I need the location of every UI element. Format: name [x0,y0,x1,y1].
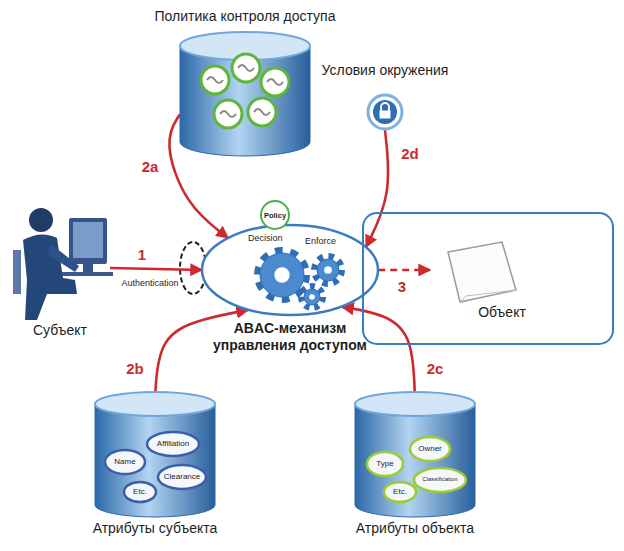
gear-body [260,253,304,297]
document-fold [460,290,516,302]
cylinder-body [355,404,475,517]
attribute-name: Etc. [393,487,407,497]
node-illustration [70,392,240,542]
node-illustration [140,8,350,158]
environment-title: Условия окружения [322,62,449,79]
database-title: Атрибуты субъекта [93,520,218,537]
lock-badge-ring [368,95,402,129]
lock-shackle [381,103,389,111]
attribute-name: Owner [418,444,442,454]
gear-teeth [314,256,342,284]
attribute-bubble [384,482,416,502]
policy-rule-squiggle [254,109,270,115]
callout-number: 2d [401,145,419,163]
policy-rule-icon [214,100,242,128]
cylinder-top [355,392,475,416]
monitor-screen [73,222,103,258]
gear-body [304,289,320,305]
gear-hole [324,266,332,274]
policy-rule-squiggle [207,77,223,83]
policy-rule-squiggle [238,65,254,71]
callout-number: 2b [126,360,144,378]
database-title: Политика контроля доступа [155,8,336,25]
gear-teeth [301,286,323,308]
attribute-bubble [158,465,206,489]
attribute-name: Etc. [133,487,147,497]
cylinder-top [95,392,215,416]
node-illustration [200,200,380,385]
flow-arrow [342,307,415,402]
person-arm [47,244,79,272]
flow-arrow [110,268,202,270]
enforce-label: Enforce [305,236,336,247]
environment-conditions: Условия окружения [310,62,460,137]
subject-title: Субъект [33,322,87,339]
attribute-bubble [410,437,450,461]
person-head [29,208,53,232]
attribute-name: Affiliation [157,439,189,449]
gear-body [317,259,339,281]
object-title: Объект [478,304,526,321]
policy-rule-icon [201,66,229,94]
node-illustration [330,392,500,542]
subject-attributes-database: Name AffiliationEtc. ClearanceАтрибуты суб… [70,392,240,542]
attribute-name: Classification [422,476,457,483]
mechanism-ellipse [202,225,378,315]
connector-group [110,115,430,403]
node-illustration [5,180,115,345]
lock-badge [373,100,397,124]
attribute-bubble [147,432,199,456]
policy-database: Политика контроля доступа [140,8,350,158]
policy-rule-squiggle [220,111,236,117]
policy-rule-squiggle [267,79,283,85]
flow-arrow [366,130,388,247]
monitor-stand [83,264,93,272]
policy-badge [261,201,289,229]
gear-hole [274,267,289,282]
document-icon [448,242,516,302]
attribute-name: Name [114,457,135,467]
callout-number: 1 [138,246,146,264]
database-title: Атрибуты объекта [356,520,474,537]
callout-number: 2c [427,360,444,378]
policy-rule-icon [248,98,276,126]
connector-label: Authentication [120,278,179,289]
gear-teeth [257,250,307,300]
attribute-bubble [124,482,156,502]
mechanism-title: ABAC-механизм управления доступом [205,320,375,354]
attribute-bubble [105,450,145,474]
subject-figure: Субъект [5,180,115,345]
access-arrow [378,269,430,272]
callout-number: 3 [398,278,406,296]
gear-hole [309,294,315,300]
lock-body [380,111,391,119]
abac-mechanism: PolicyDecision EnforceABAC-механизм управ… [200,200,380,385]
monitor [69,218,107,264]
cylinder-body [95,404,215,517]
policy-rule-icon [232,54,260,82]
attribute-name: Clearance [164,472,200,482]
attribute-bubble [367,452,403,476]
policy-rule-icon [261,68,289,96]
attribute-name: Type [376,459,393,469]
policy-badge-text: Policy [264,211,286,220]
object-attributes-database: Type OwnerEtc. ClassificationАтрибуты объе… [330,392,500,542]
decision-label: Decision [248,233,283,244]
attribute-bubble [414,468,466,492]
chair [13,250,21,294]
object-outline [363,213,613,344]
callout-number: 2a [142,158,159,176]
cylinder-body [180,46,310,156]
